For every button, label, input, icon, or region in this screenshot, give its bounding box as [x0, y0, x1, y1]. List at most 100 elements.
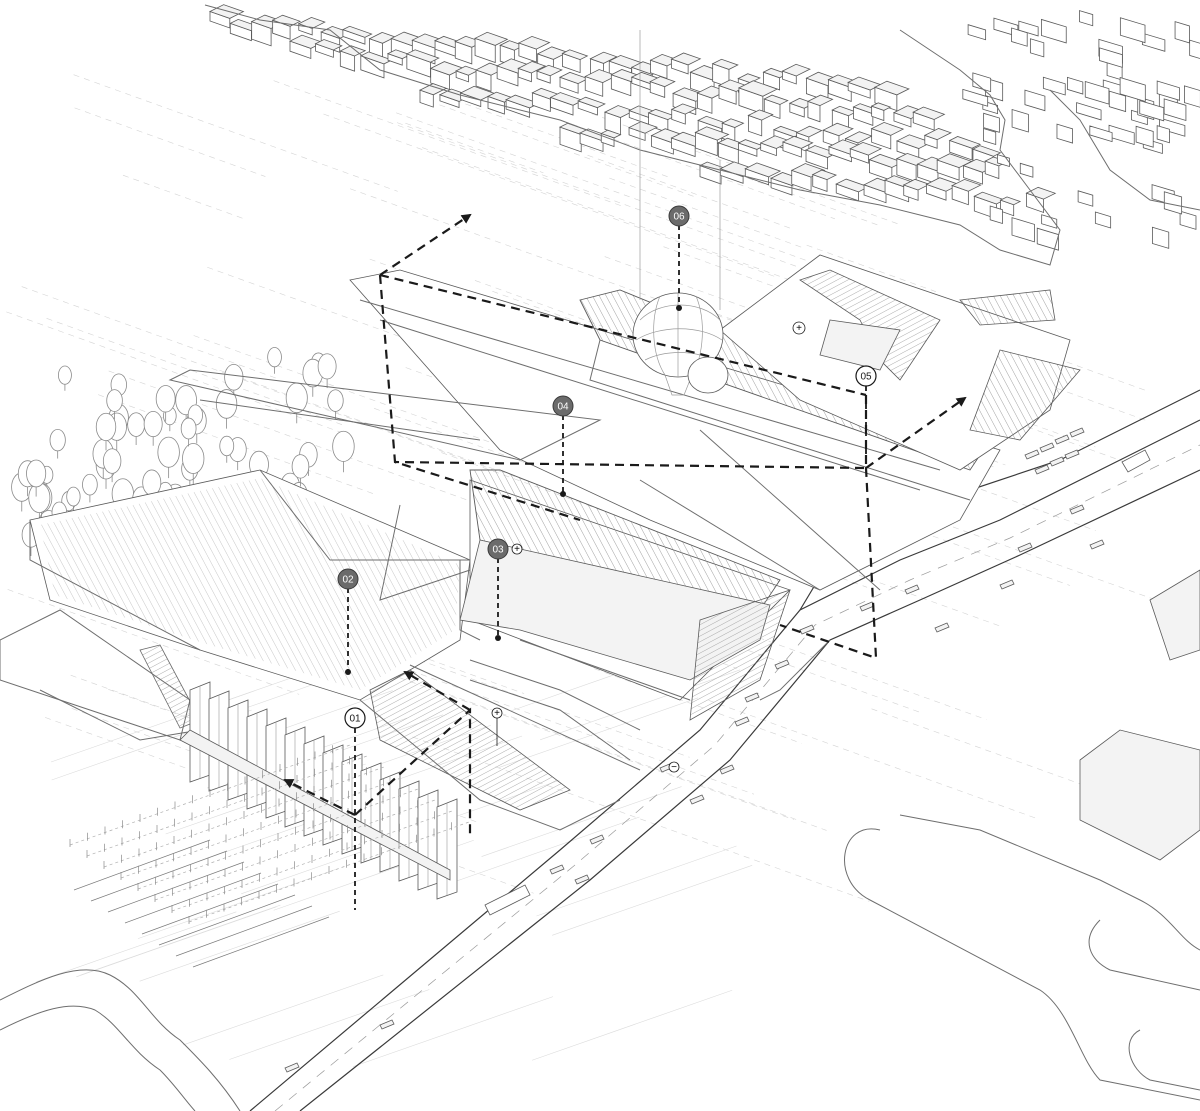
tree [28, 482, 51, 514]
city-building [1179, 210, 1197, 230]
city-building [1163, 98, 1187, 121]
car [1069, 427, 1085, 438]
ground-line [71, 708, 283, 785]
city-building [1041, 18, 1067, 44]
city-building [1156, 125, 1170, 144]
ground-line [73, 74, 398, 192]
city-building-roof [341, 25, 373, 38]
tree [26, 459, 47, 488]
marker-04-label: 04 [557, 402, 569, 413]
city-building [1024, 89, 1046, 112]
city-building [1018, 20, 1039, 37]
leader-lines [345, 225, 867, 910]
ground-line [439, 104, 695, 198]
city-building-roof [474, 31, 509, 46]
plus-sign-1: + [511, 543, 523, 555]
tree [327, 389, 344, 412]
field-arrow [175, 905, 313, 957]
car [1069, 504, 1085, 515]
city-building-roof [737, 73, 761, 84]
city-building-roof [600, 129, 622, 139]
car [689, 794, 705, 805]
ground-line [396, 112, 886, 290]
marker-02[interactable]: 02 [337, 568, 359, 590]
city-building [1099, 47, 1123, 68]
tree [95, 412, 117, 442]
city-building [1076, 102, 1102, 121]
marker-06[interactable]: 06 [668, 205, 690, 227]
ground-line [444, 96, 671, 179]
city-building-roof [781, 63, 811, 77]
ground-line [122, 174, 244, 219]
city-building-roof [589, 51, 618, 64]
ground-line [448, 694, 827, 831]
marker-01[interactable]: 01 [344, 707, 366, 729]
city-building-roof [561, 49, 589, 61]
field-arrow [124, 872, 262, 924]
hall-base [179, 729, 451, 881]
city-building [1077, 190, 1094, 207]
ground-line [352, 996, 554, 1067]
ground-line [405, 122, 544, 174]
marker-03[interactable]: 03 [487, 538, 509, 560]
minus-sign: − [668, 761, 680, 773]
city-building [1119, 76, 1146, 103]
car [1017, 542, 1033, 553]
tree [285, 382, 308, 414]
field-row [69, 744, 351, 846]
car [799, 624, 815, 635]
river-bank-inner [0, 1005, 196, 1111]
ground-line [80, 904, 281, 976]
market-roof [0, 469, 471, 741]
marker-04-circle [552, 395, 574, 417]
car [379, 1019, 395, 1030]
car [1024, 449, 1040, 460]
city-building-roof [870, 121, 905, 136]
city-building-roof [849, 141, 883, 156]
tree [224, 363, 244, 391]
city-building-roof [711, 58, 739, 70]
car [284, 1062, 300, 1073]
tree [49, 428, 66, 452]
city-building-roof [951, 178, 982, 192]
ground-line [439, 816, 640, 888]
city-building-roof [418, 83, 448, 96]
svg-text:+: + [796, 323, 802, 334]
ground-line [609, 177, 806, 249]
city-building-roof [806, 94, 834, 107]
marker-05[interactable]: 05 [855, 365, 877, 387]
city-building-roof [948, 136, 982, 149]
courtyard-building [719, 254, 1081, 471]
svg-text:+: + [514, 544, 520, 555]
city-building [1019, 162, 1034, 178]
city-building [983, 127, 997, 146]
tree [317, 353, 337, 380]
city-building [983, 112, 1000, 133]
tree [157, 436, 180, 468]
ground-line [6, 311, 349, 436]
city-building [1036, 227, 1059, 251]
central-building [459, 469, 791, 761]
ground-line [70, 674, 415, 800]
city-building [1189, 39, 1200, 59]
svg-text:−: − [671, 762, 677, 773]
tree [155, 385, 176, 413]
section-frames [283, 213, 967, 835]
marker-05-label: 05 [860, 372, 872, 383]
ground-line [7, 589, 300, 695]
city-building-roof [670, 52, 702, 66]
tree [143, 410, 163, 438]
ground-line [74, 107, 266, 177]
ground-line [36, 911, 237, 983]
city-building-roof [517, 35, 551, 50]
field-arrow [90, 850, 228, 902]
ground-line [399, 677, 795, 820]
marker-04[interactable]: 04 [552, 395, 574, 417]
ground-line [859, 287, 1147, 391]
field-rows [69, 744, 470, 968]
city-building [1108, 90, 1127, 113]
car [1054, 434, 1070, 445]
city-building [1029, 38, 1045, 58]
